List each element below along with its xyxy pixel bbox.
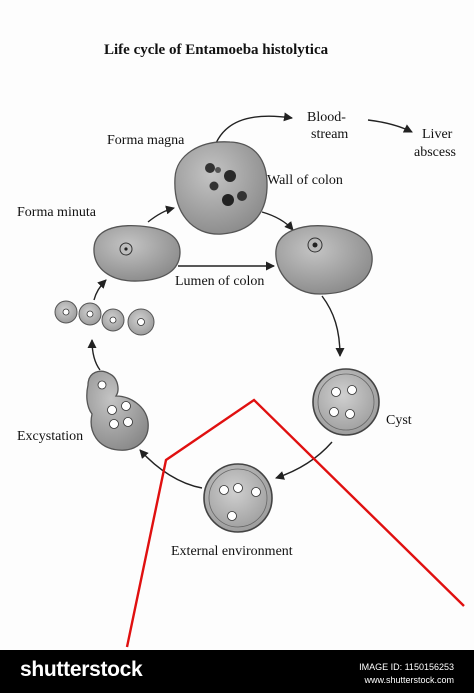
arrow-excystation-to-small-cells — [87, 339, 101, 371]
label-lumen-of-colon: Lumen of colon — [175, 274, 265, 289]
label-external-environment: External environment — [171, 544, 293, 559]
site-url: www.shutterstock.com — [364, 675, 454, 685]
arrow-magna-to-lumen-cell — [261, 211, 294, 231]
arrow-minuta-to-magna — [147, 205, 175, 223]
label-blood-stream-1: Blood- — [307, 110, 346, 125]
excystation-cell — [86, 370, 149, 451]
image-id: IMAGE ID: 1150156253 — [359, 662, 454, 672]
lumen-trophozoite-cell — [275, 225, 373, 295]
label-liver-2: abscess — [414, 145, 456, 160]
label-blood-stream-2: stream — [311, 127, 349, 142]
label-cyst: Cyst — [386, 413, 412, 428]
label-forma-minuta: Forma minuta — [17, 205, 96, 220]
forma-minuta-cell — [93, 224, 181, 282]
shutterstock-logo: shutterstock — [20, 658, 143, 681]
metacystic-small-cells — [54, 300, 155, 336]
diagram-title: Life cycle of Entamoeba histolytica — [104, 42, 329, 58]
environment-cyst-cell — [203, 463, 273, 533]
forma-magna-cell — [174, 141, 268, 235]
stock-footer-bar: shutterstock IMAGE ID: 1150156253 www.sh… — [0, 650, 474, 693]
arrow-to-liver — [367, 119, 413, 133]
label-wall-of-colon: Wall of colon — [267, 173, 343, 188]
arrow-lumen-to-cyst — [321, 295, 345, 357]
life-cycle-diagram — [54, 112, 465, 648]
label-liver-1: Liver — [422, 127, 453, 142]
label-forma-magna: Forma magna — [107, 133, 185, 148]
label-excystation: Excystation — [17, 429, 84, 444]
arrow-small-cells-to-minuta — [93, 279, 107, 301]
red-annotation-line — [125, 398, 465, 648]
diagram-canvas: Life cycle of Entamoeba histolytica Form… — [17, 42, 465, 648]
arrow-cyst-to-environment — [275, 441, 333, 480]
cyst-cell — [312, 368, 380, 436]
arrow-environment-to-excystation — [139, 449, 203, 489]
